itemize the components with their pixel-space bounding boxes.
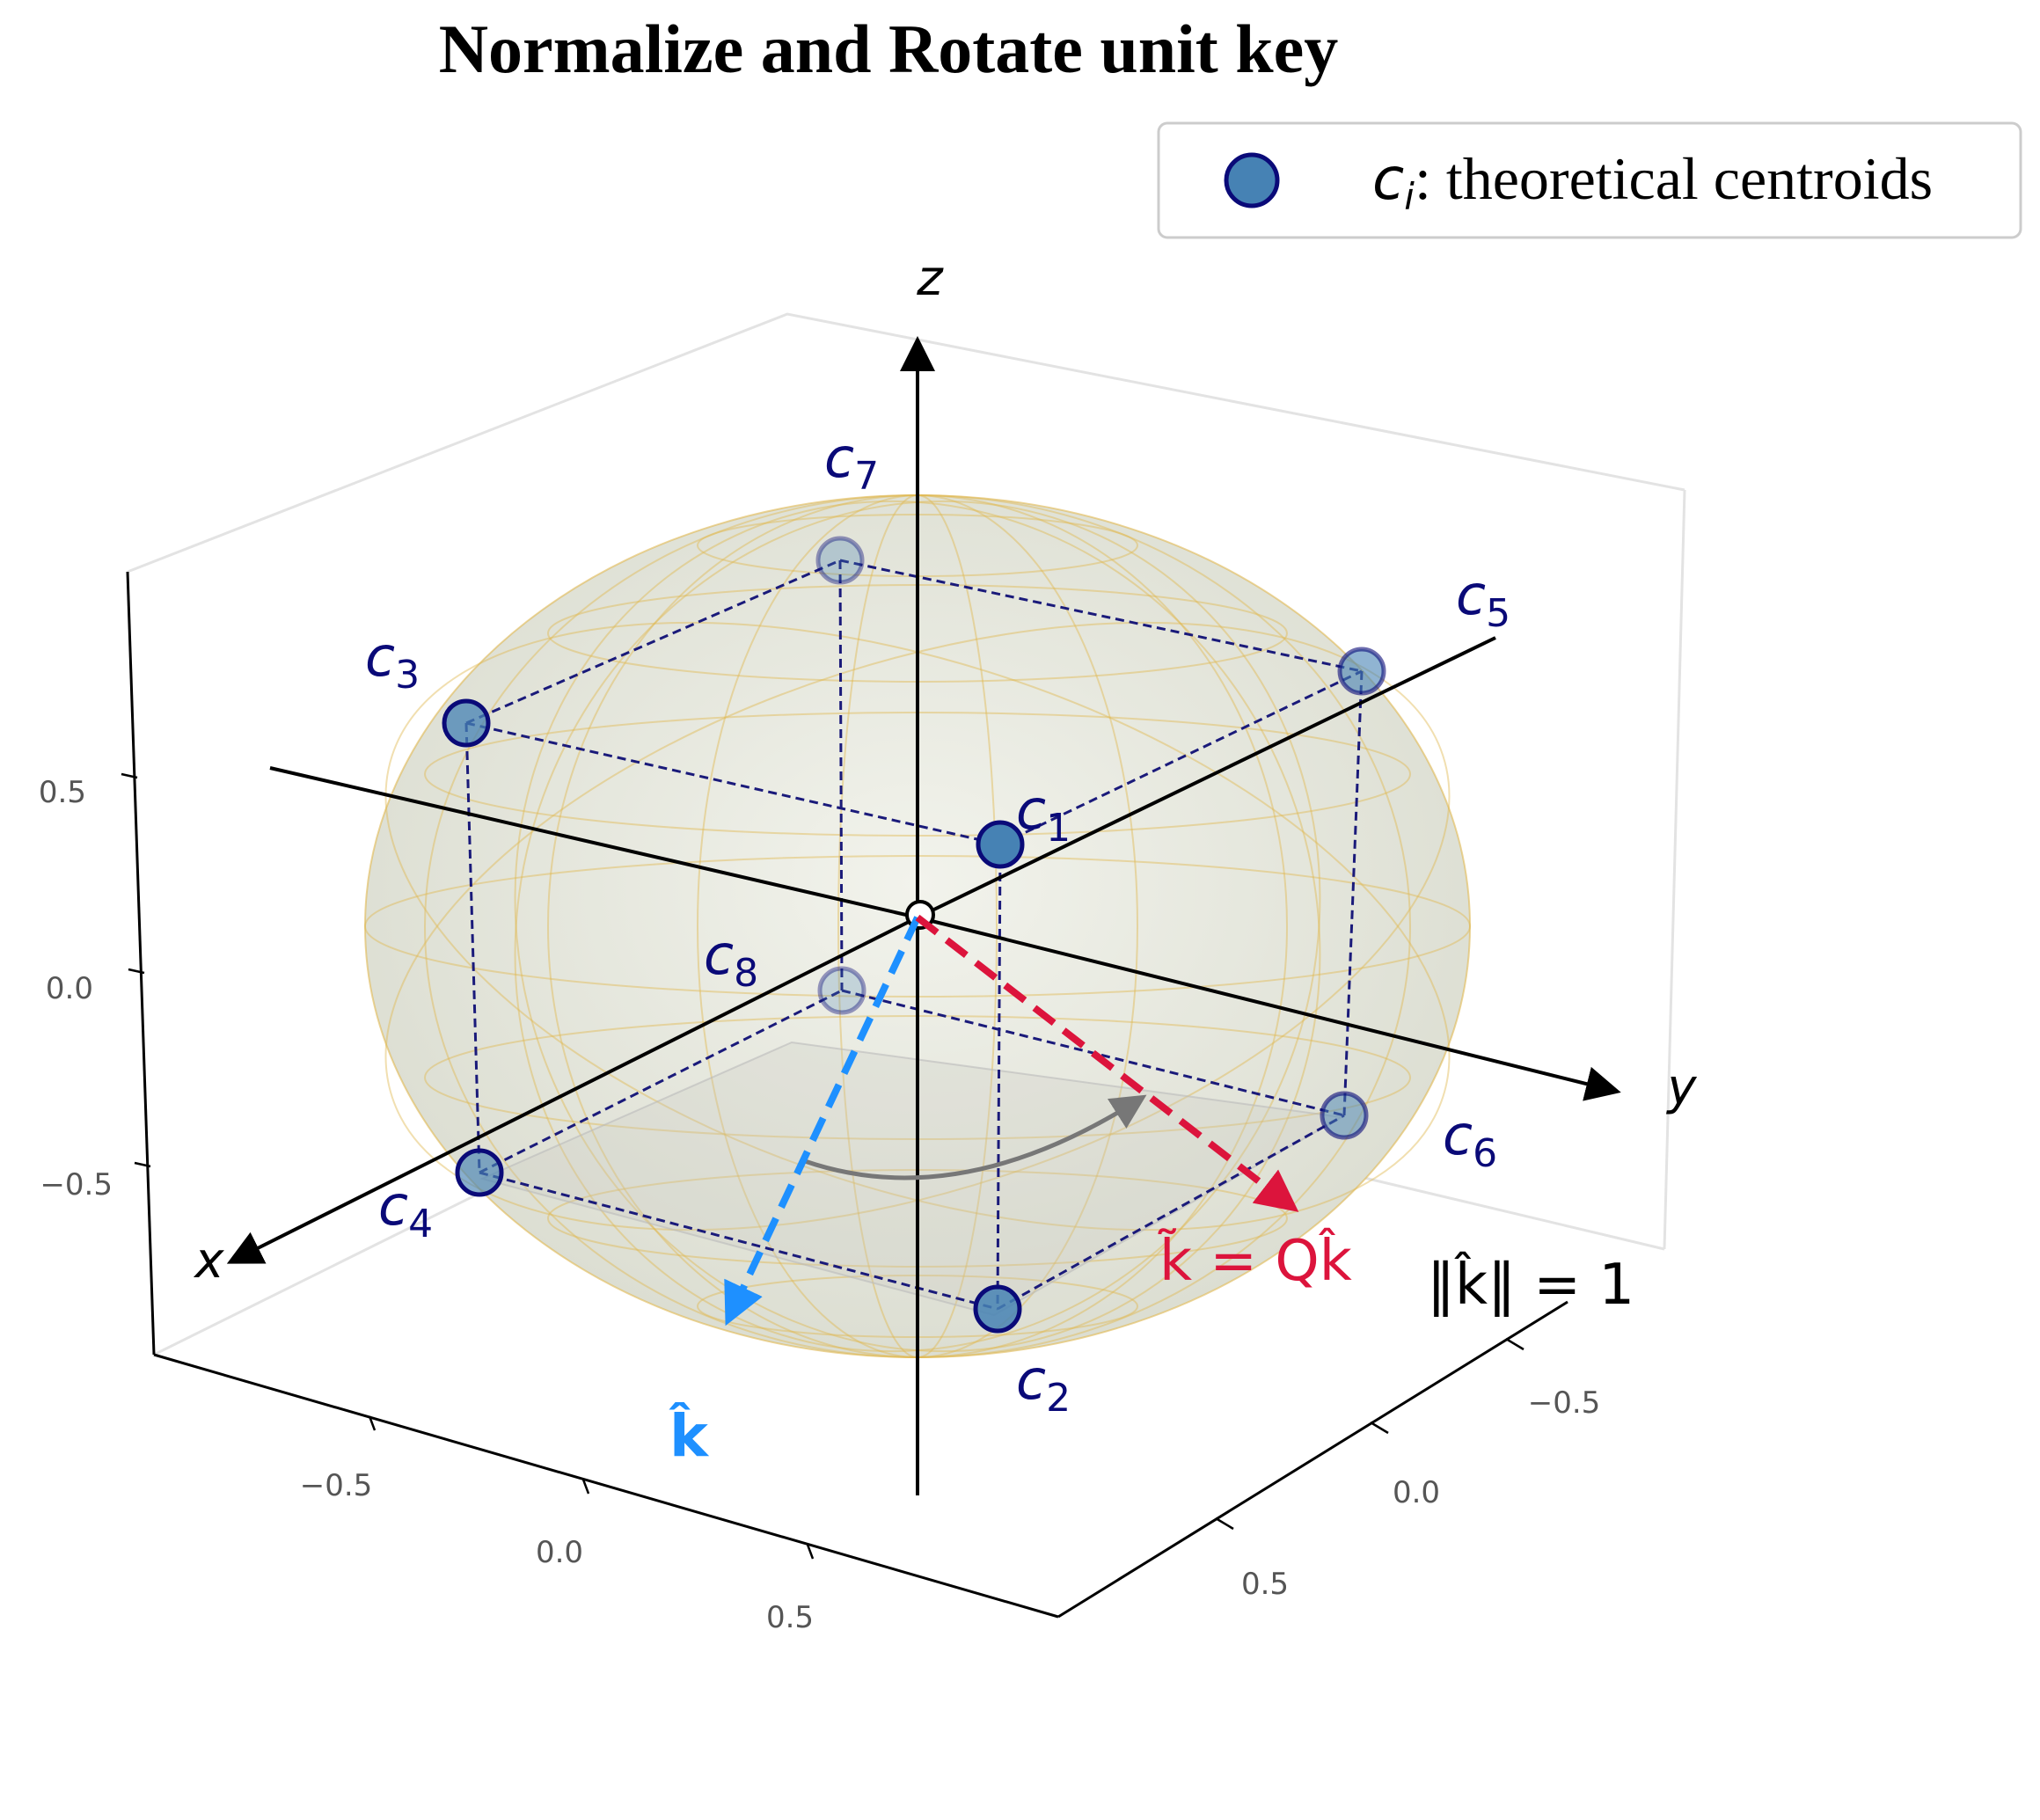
y-tick-label: 0.5 [1241,1567,1289,1602]
z-tick-label: −0.5 [40,1167,113,1202]
k-tilde-vector [915,914,1299,1212]
centroid-point-c1 [976,820,1025,869]
k-hat-vector [724,916,921,1327]
centroid-point-c8 [817,966,866,1015]
cube-edge [465,721,1001,846]
x-axis-negative [269,766,918,919]
centroid-points [442,536,1386,1334]
x-tick-label: −0.5 [300,1468,373,1503]
cube-edge [464,722,481,1173]
x-tick-label: 0.0 [536,1535,583,1570]
centroid-label-c7: c7 [824,426,879,499]
centroid-label-c8: c8 [704,923,758,996]
x-axis-label: x [193,1232,224,1290]
k-tilde-label: k̃ = Qk̂ [1158,1226,1352,1294]
norm-label: ‖k̂‖ = 1 [1427,1250,1634,1318]
rotation-arc [804,1094,1147,1180]
z-axis-label: z [916,250,944,307]
cube-edge [838,559,844,991]
legend-subscript: i [1404,175,1415,218]
centroid-point-c5 [1337,647,1386,696]
y-axis-arrow [917,916,1621,1101]
centroid-labels: c1 c2 c3 c4 c5 c6 c7 c8 [365,426,1510,1421]
centroid-label-c4: c4 [378,1173,433,1246]
centroid-point-c2 [973,1284,1022,1334]
centroid-label-c6: c6 [1443,1103,1497,1176]
cube-edge [999,669,1363,846]
back-pane-edge [127,312,1685,574]
centroid-point-c7 [815,536,865,585]
y-axis-negative [917,636,1496,919]
cube-edge [839,559,1363,673]
centroid-label-c2: c2 [1016,1348,1071,1421]
centroid-point-c4 [455,1148,504,1197]
centroid-label-c1: c1 [1016,778,1071,851]
cube-edge [1342,670,1364,1116]
x-tick-label: 0.5 [766,1600,814,1635]
centroid-label-c3: c3 [365,625,420,698]
x-axis-arrow [226,916,918,1264]
legend: ci: theoretical centroids [1157,121,2022,239]
coordinate-axes [226,336,1621,1495]
centroid-point-c3 [442,698,491,748]
cube-edge [479,989,843,1174]
chart-title: Normalize and Rotate unit key [439,11,1339,87]
k-hat-label: k̂ [669,1401,710,1470]
tick-marks [121,772,1525,1560]
y-axis-label: y [1665,1059,1697,1116]
legend-label: ci: theoretical centroids [1372,145,1933,218]
cube-edge [996,844,1002,1310]
y-axis-line [1057,1300,1568,1619]
tick-labels: 0.5 0.0 −0.5 −0.5 0.0 0.5 −0.5 0.0 0.5 [39,775,1600,1635]
x-axis-line [153,1353,1059,1619]
legend-symbol: c [1372,145,1404,213]
z-tick-label: 0.5 [39,775,86,810]
centroid-label-c5: c5 [1456,563,1510,636]
cube-edge [479,1171,998,1311]
centroid-point-c6 [1320,1091,1369,1140]
back-pane-vertical [1663,489,1686,1250]
z-axis-line [126,571,156,1356]
y-tick-label: 0.0 [1393,1475,1440,1510]
z-tick-label: 0.0 [46,971,93,1006]
legend-text: : theoretical centroids [1415,145,1933,212]
y-tick-label: −0.5 [1528,1385,1601,1421]
cube-edge [997,1114,1345,1311]
cube-edge [465,559,841,725]
legend-box [1157,121,2022,239]
legend-marker [1224,152,1280,208]
